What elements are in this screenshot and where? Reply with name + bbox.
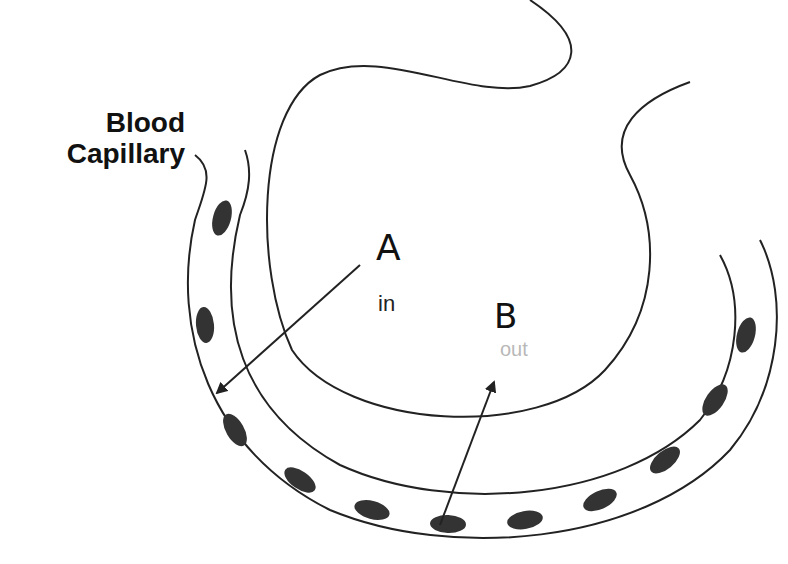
red-blood-cells	[194, 198, 759, 533]
capillary-outer-wall	[188, 155, 777, 538]
callout-letter: A	[376, 228, 416, 268]
callout-letter: B	[494, 298, 534, 335]
capillary-inner-wall	[231, 150, 735, 494]
arrow-in	[217, 265, 360, 393]
direction-label: in	[378, 292, 418, 316]
alveolus-wall	[267, 0, 690, 417]
part-label: Blood Capillary	[45, 108, 185, 170]
direction-label: out	[500, 338, 550, 360]
arrow-out	[440, 382, 494, 525]
